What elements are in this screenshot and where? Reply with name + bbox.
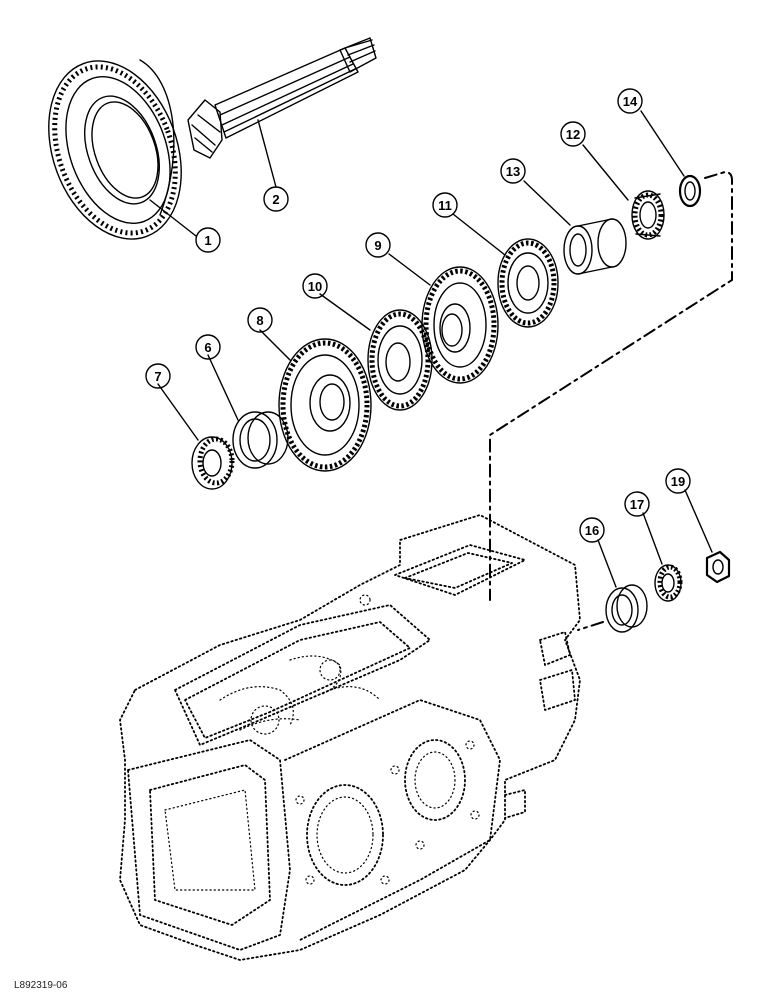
leader-lines xyxy=(149,110,713,588)
pinion-shaft xyxy=(187,37,377,159)
spacer xyxy=(563,218,627,275)
callout-label: 1 xyxy=(204,233,211,248)
callout-17: 17 xyxy=(624,491,650,517)
callout-label: 14 xyxy=(623,94,638,109)
callout-label: 8 xyxy=(256,313,263,328)
callout-7: 7 xyxy=(145,363,171,389)
bearing-cup-6 xyxy=(232,411,289,469)
transmission-housing xyxy=(119,514,581,961)
callout-10: 10 xyxy=(302,273,328,299)
nut-19 xyxy=(705,550,731,584)
callout-label: 19 xyxy=(671,474,685,489)
bearing-cup-16 xyxy=(605,584,648,633)
callout-label: 10 xyxy=(308,279,322,294)
gear-11 xyxy=(497,238,559,328)
bearing-12 xyxy=(631,190,665,240)
gear-8 xyxy=(278,338,372,472)
callout-label: 13 xyxy=(506,164,520,179)
callout-label: 6 xyxy=(204,340,211,355)
ring-gear xyxy=(48,59,182,240)
callout-1: 1 xyxy=(195,227,221,253)
washer xyxy=(678,174,702,208)
callout-label: 2 xyxy=(272,192,279,207)
callout-13: 13 xyxy=(500,158,526,184)
callout-6: 6 xyxy=(195,334,221,360)
figure-id: L892319-06 xyxy=(14,980,68,991)
callout-label: 9 xyxy=(374,238,381,253)
callout-12: 12 xyxy=(560,121,586,147)
callout-14: 14 xyxy=(617,88,643,114)
bearing-cone-7 xyxy=(191,436,235,490)
gear-9 xyxy=(421,266,499,384)
callout-label: 12 xyxy=(566,127,580,142)
bearing-cone-17 xyxy=(654,564,683,602)
callout-9: 9 xyxy=(365,232,391,258)
callout-label: 11 xyxy=(438,198,452,213)
callout-8: 8 xyxy=(247,307,273,333)
callout-16: 16 xyxy=(579,517,605,543)
callout-2: 2 xyxy=(263,186,289,212)
callout-label: 17 xyxy=(630,497,644,512)
callout-label: 7 xyxy=(154,369,161,384)
callout-19: 19 xyxy=(665,468,691,494)
gear-10 xyxy=(367,309,433,411)
assembly-path-line xyxy=(489,170,733,631)
callout-11: 11 xyxy=(432,192,458,218)
callout-label: 16 xyxy=(585,523,599,538)
